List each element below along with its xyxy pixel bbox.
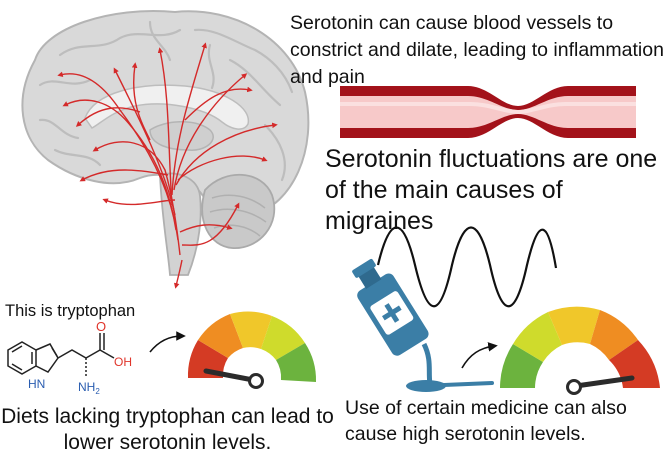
medicine-pour xyxy=(421,342,433,385)
diet-caption: Diets lacking tryptophan can lead to low… xyxy=(1,405,334,454)
blood-vessel-icon xyxy=(340,86,636,138)
atom-hn: HN xyxy=(28,377,45,391)
atom-nh2: NH2 xyxy=(78,380,100,396)
atom-o: O xyxy=(96,319,106,334)
sine-wave-icon xyxy=(376,226,558,308)
atom-oh: OH xyxy=(114,355,132,369)
cerebellum xyxy=(201,173,276,249)
medicine-bottle-icon xyxy=(352,258,429,356)
medicine-caption: Use of certain medicine can also cause h… xyxy=(345,397,627,445)
spoon-icon xyxy=(406,380,494,392)
vessel-caption: Serotonin can cause blood vessels to con… xyxy=(290,12,664,88)
curved-arrow-icon xyxy=(149,331,186,353)
tryptophan-molecule xyxy=(7,333,115,376)
serotonin-pathways xyxy=(57,42,278,289)
gauge-icon-right xyxy=(500,306,660,395)
gauge-icon-left xyxy=(187,311,317,389)
tryptophan-label: This is tryptophan xyxy=(5,302,136,320)
migraine-caption: Serotonin fluctuations are one of the ma… xyxy=(325,145,658,235)
cerebellum-folds xyxy=(209,194,267,237)
corpus-callosum xyxy=(84,84,250,130)
curved-arrow-icon xyxy=(461,342,498,369)
brain-illustration xyxy=(21,10,310,289)
